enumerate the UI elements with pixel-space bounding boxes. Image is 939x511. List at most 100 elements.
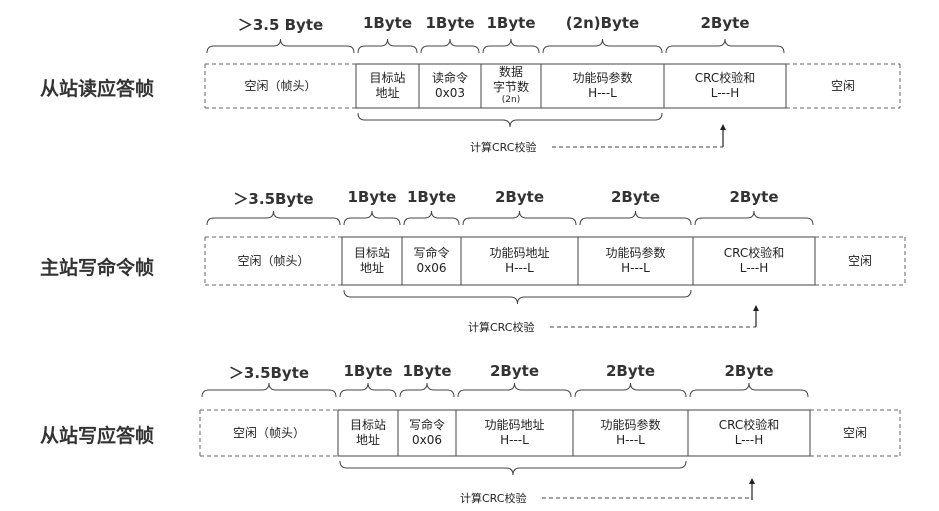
size-label: 1Byte	[486, 14, 536, 32]
cell-line: 地址	[355, 433, 380, 447]
size-label: (2n)Byte	[565, 14, 640, 32]
frame-cell: 空闲	[810, 410, 900, 456]
size-brace	[420, 38, 480, 54]
size-label: 1Byte	[425, 14, 475, 32]
size-label: 2Byte	[700, 14, 750, 32]
cell-line: H---L	[621, 261, 650, 275]
size-label: 2Byte	[490, 362, 539, 380]
calc-brace	[343, 289, 692, 305]
size-label: 1Byte	[407, 188, 456, 206]
cell-line: 功能码地址	[484, 418, 545, 432]
size-brace	[689, 382, 809, 398]
cell-line: (2n)	[501, 95, 521, 106]
size-brace	[457, 382, 572, 398]
cell-line: 写命令	[413, 246, 450, 260]
size-brace	[206, 210, 341, 226]
calc-crc-label: 计算CRC校验	[468, 321, 535, 334]
size-brace	[399, 382, 455, 398]
cell-line: 功能码参数	[605, 246, 666, 260]
cell-line: 空闲	[847, 253, 872, 268]
size-label: ＞3.5 Byte	[237, 16, 324, 34]
cell-line: 数据	[498, 65, 523, 80]
size-brace	[482, 38, 540, 54]
cell-line: 目标站	[349, 418, 386, 432]
cell-line: CRC校验和	[723, 246, 785, 260]
size-brace	[403, 210, 460, 226]
cell-line: 目标站	[353, 246, 390, 260]
size-brace	[343, 210, 401, 226]
frame-cell: 空闲	[786, 64, 900, 108]
size-label: 1Byte	[347, 188, 397, 206]
size-label: 2Byte	[724, 362, 774, 380]
size-label: 2Byte	[606, 362, 655, 380]
calc-crc-label: 计算CRC校验	[470, 141, 537, 154]
frame-cell: 空闲（帧头）	[205, 64, 356, 108]
frame-title: 从站写应答帧	[40, 425, 155, 447]
size-label: ＞3.5Byte	[228, 364, 310, 382]
cell-line: 0x06	[416, 261, 447, 275]
cell-line: 地址	[359, 261, 384, 275]
cell-line: L---H	[734, 433, 764, 447]
size-label: 2Byte	[495, 188, 544, 206]
size-label: 1Byte	[402, 362, 452, 380]
frame-title: 从站读应答帧	[40, 78, 155, 100]
size-brace	[357, 38, 418, 54]
cell-line: 空闲（帧头）	[244, 78, 317, 93]
size-brace	[574, 382, 687, 398]
cell-line: H---L	[500, 433, 529, 447]
cell-line: 功能码参数	[572, 71, 633, 85]
cell-line: CRC校验和	[694, 71, 756, 85]
cell-line: H---L	[616, 433, 645, 447]
frame-cell: 目标站地址	[342, 237, 402, 285]
cell-line: L---H	[710, 86, 740, 100]
size-brace	[206, 38, 355, 54]
calc-brace	[357, 112, 663, 128]
cell-line: 目标站	[369, 71, 406, 85]
cell-line: 写命令	[408, 418, 445, 432]
frame-cell: 空闲（帧头）	[205, 237, 342, 285]
size-brace	[665, 38, 785, 54]
cell-line: 空闲（帧头）	[237, 253, 310, 268]
arrow-up-icon	[753, 305, 759, 311]
arrow-up-icon	[720, 124, 726, 130]
size-label: 2Byte	[611, 188, 660, 206]
cell-line: L---H	[739, 261, 769, 275]
frame-title: 主站写命令帧	[40, 257, 155, 279]
size-brace	[462, 210, 577, 226]
calc-brace	[339, 460, 687, 476]
cell-line: CRC校验和	[718, 418, 780, 432]
size-brace	[579, 210, 692, 226]
cell-line: 空闲	[842, 425, 867, 440]
cell-line: 功能码参数	[600, 418, 661, 432]
cell-line: H---L	[505, 261, 534, 275]
cell-line: 地址	[375, 86, 400, 100]
size-label: 1Byte	[363, 14, 412, 32]
size-label: ＞3.5Byte	[233, 190, 314, 208]
cell-line: H---L	[588, 86, 617, 100]
frame-cell: 空闲	[815, 237, 905, 285]
calc-crc-label: 计算CRC校验	[460, 492, 527, 505]
arrow-up-icon	[749, 478, 755, 484]
cell-line: 读命令	[431, 71, 468, 85]
size-brace	[542, 38, 663, 54]
cell-line: 0x03	[434, 86, 465, 100]
frame-cell: 数据字节数(2n)	[481, 64, 541, 108]
cell-line: 0x06	[411, 433, 442, 447]
size-brace	[339, 382, 397, 398]
frame-cell: 目标站地址	[338, 410, 398, 456]
cell-line: 功能码地址	[489, 246, 550, 260]
frame-cell: 空闲（帧头）	[200, 410, 338, 456]
cell-line: 空闲（帧头）	[232, 425, 305, 440]
size-brace	[201, 382, 337, 398]
